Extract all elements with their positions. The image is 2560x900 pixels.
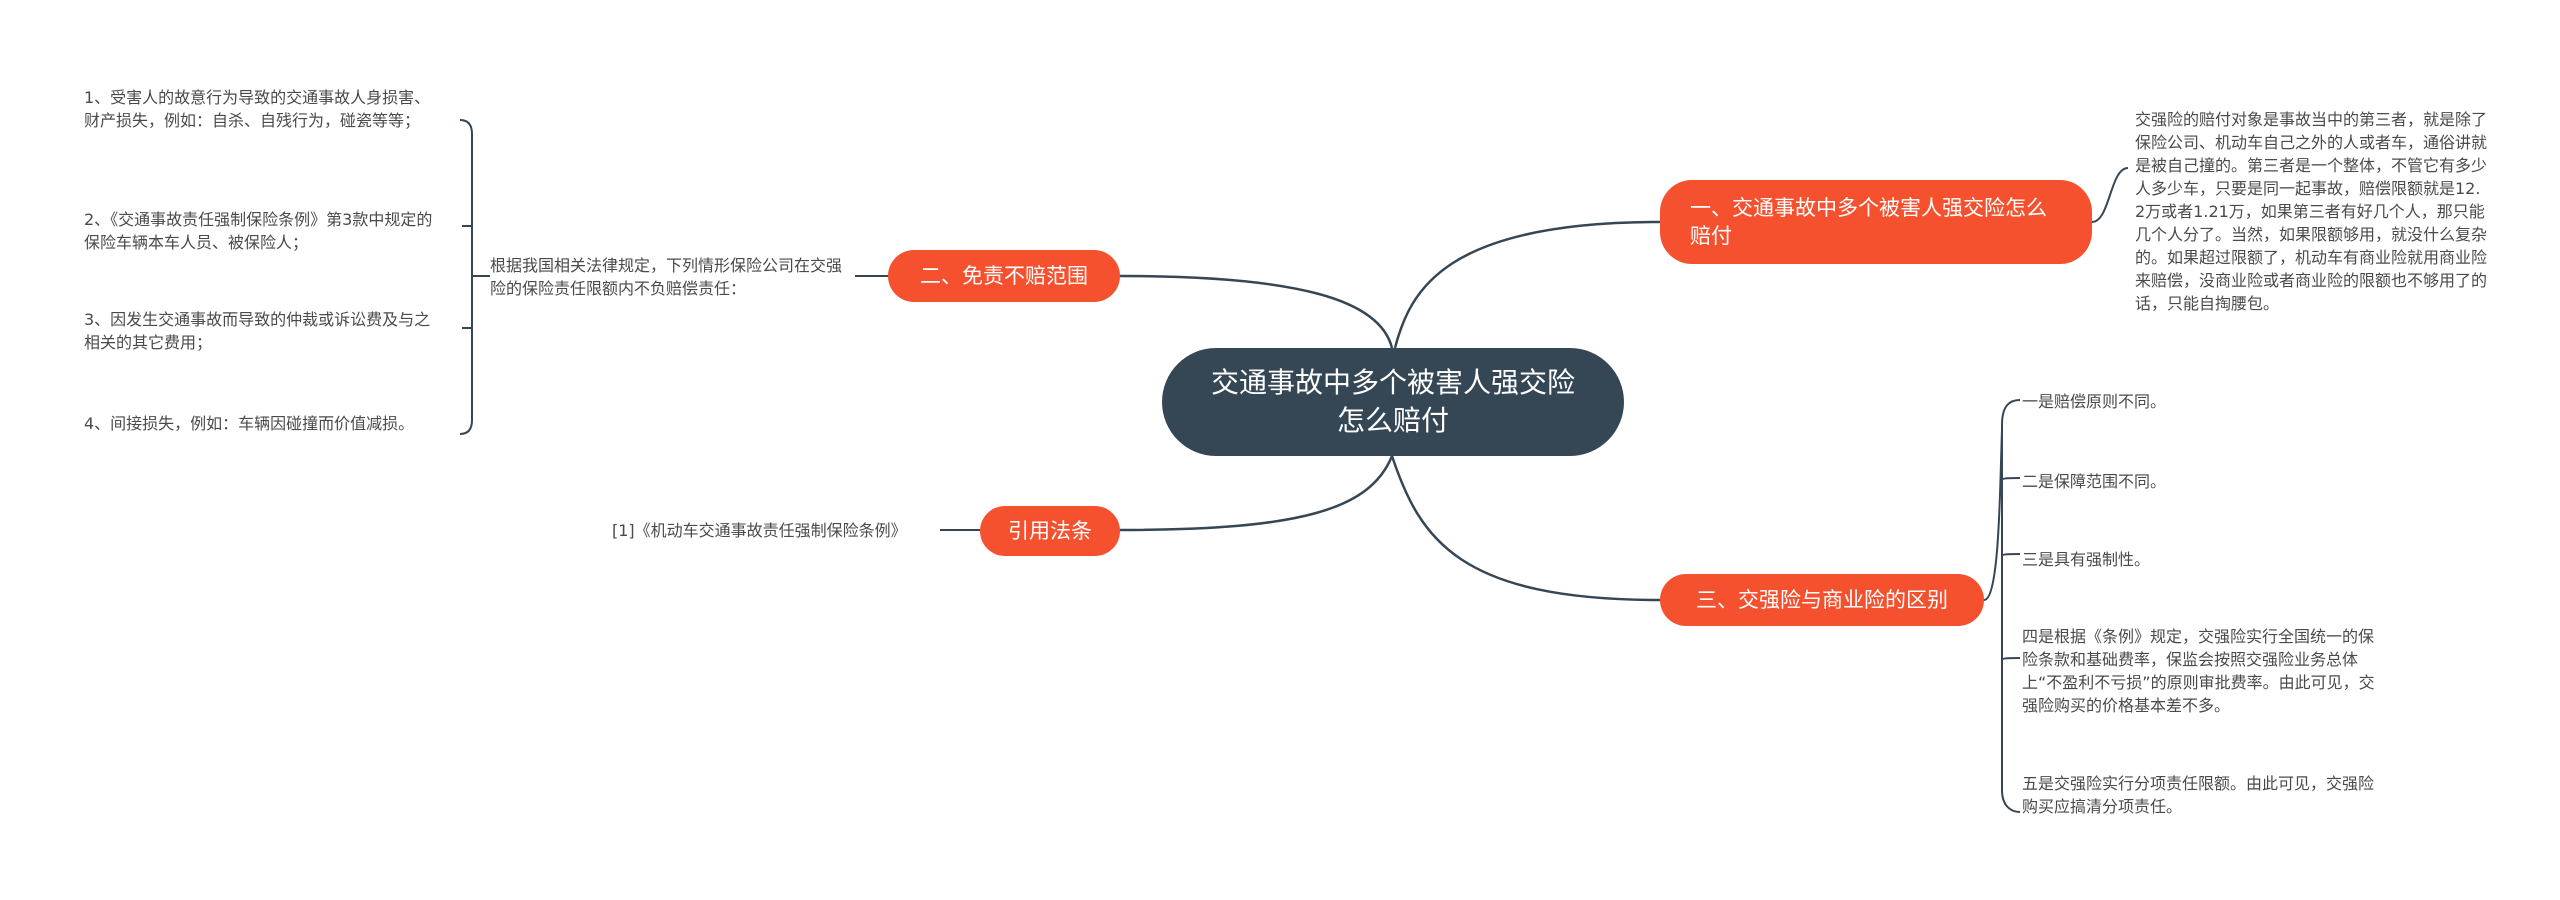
branch-node-3[interactable]: 三、交强险与商业险的区别 [1660, 574, 1984, 626]
branch-node-2[interactable]: 二、免责不赔范围 [888, 250, 1120, 302]
branch-2-item-1: 1、受害人的故意行为导致的交通事故人身损害、财产损失，例如：自杀、自残行为，碰瓷… [84, 88, 431, 130]
branch-3-item-1: 一是赔偿原则不同。 [2022, 392, 2167, 411]
link-root-b4 [1119, 455, 1394, 532]
branch-3-item-4: 四是根据《条例》规定，交强险实行全国统一的保险条款和基础费率，保监会按照交强险业… [2022, 627, 2375, 715]
branch-3-item-2: 二是保障范围不同。 [2022, 472, 2167, 491]
branch-1-detail: 交强险的赔付对象是事故当中的第三者，就是除了保险公司、机动车自己之外的人或者车，… [2135, 110, 2488, 313]
branch-2-item-2: 2、《交通事故责任强制保险条例》第3款中规定的保险车辆本车人员、被保险人； [84, 210, 433, 252]
branch-3-item-5: 五是交强险实行分项责任限额。由此可见，交强险购买应搞清分项责任。 [2022, 774, 2375, 816]
branch-node-4[interactable]: 引用法条 [980, 506, 1120, 556]
root-label: 交通事故中多个被害人强交险怎么赔付 [1210, 366, 1575, 437]
branch-2-label: 二、免责不赔范围 [920, 264, 1088, 288]
branch-4-label: 引用法条 [1008, 519, 1092, 543]
tree-b3 [1983, 399, 2021, 813]
branch-3-label: 三、交强险与商业险的区别 [1696, 588, 1948, 612]
branch-4-item-1: [1]《机动车交通事故责任强制保险条例》 [612, 521, 907, 540]
branch-node-1[interactable]: 一、交通事故中多个被害人强交险怎么赔付 [1660, 180, 2092, 264]
branch-3-item-3: 三是具有强制性。 [2022, 550, 2151, 569]
branch-1-label: 一、交通事故中多个被害人强交险怎么赔付 [1690, 196, 2047, 248]
link-b1-detail [2091, 167, 2129, 223]
bracket-b2 [459, 119, 490, 435]
root-node[interactable]: 交通事故中多个被害人强交险怎么赔付 [1162, 348, 1624, 456]
branch-2-item-3: 3、因发生交通事故而导致的仲裁或诉讼费及与之相关的其它费用； [84, 310, 431, 352]
link-root-b3 [1390, 455, 1661, 602]
link-root-b2 [1119, 274, 1394, 349]
branch-2-item-4: 4、间接损失，例如：车辆因碰撞而价值减损。 [84, 414, 415, 433]
branch-2-intro: 根据我国相关法律规定，下列情形保险公司在交强险的保险责任限额内不负赔偿责任： [490, 256, 843, 298]
link-root-b1 [1393, 220, 1661, 349]
